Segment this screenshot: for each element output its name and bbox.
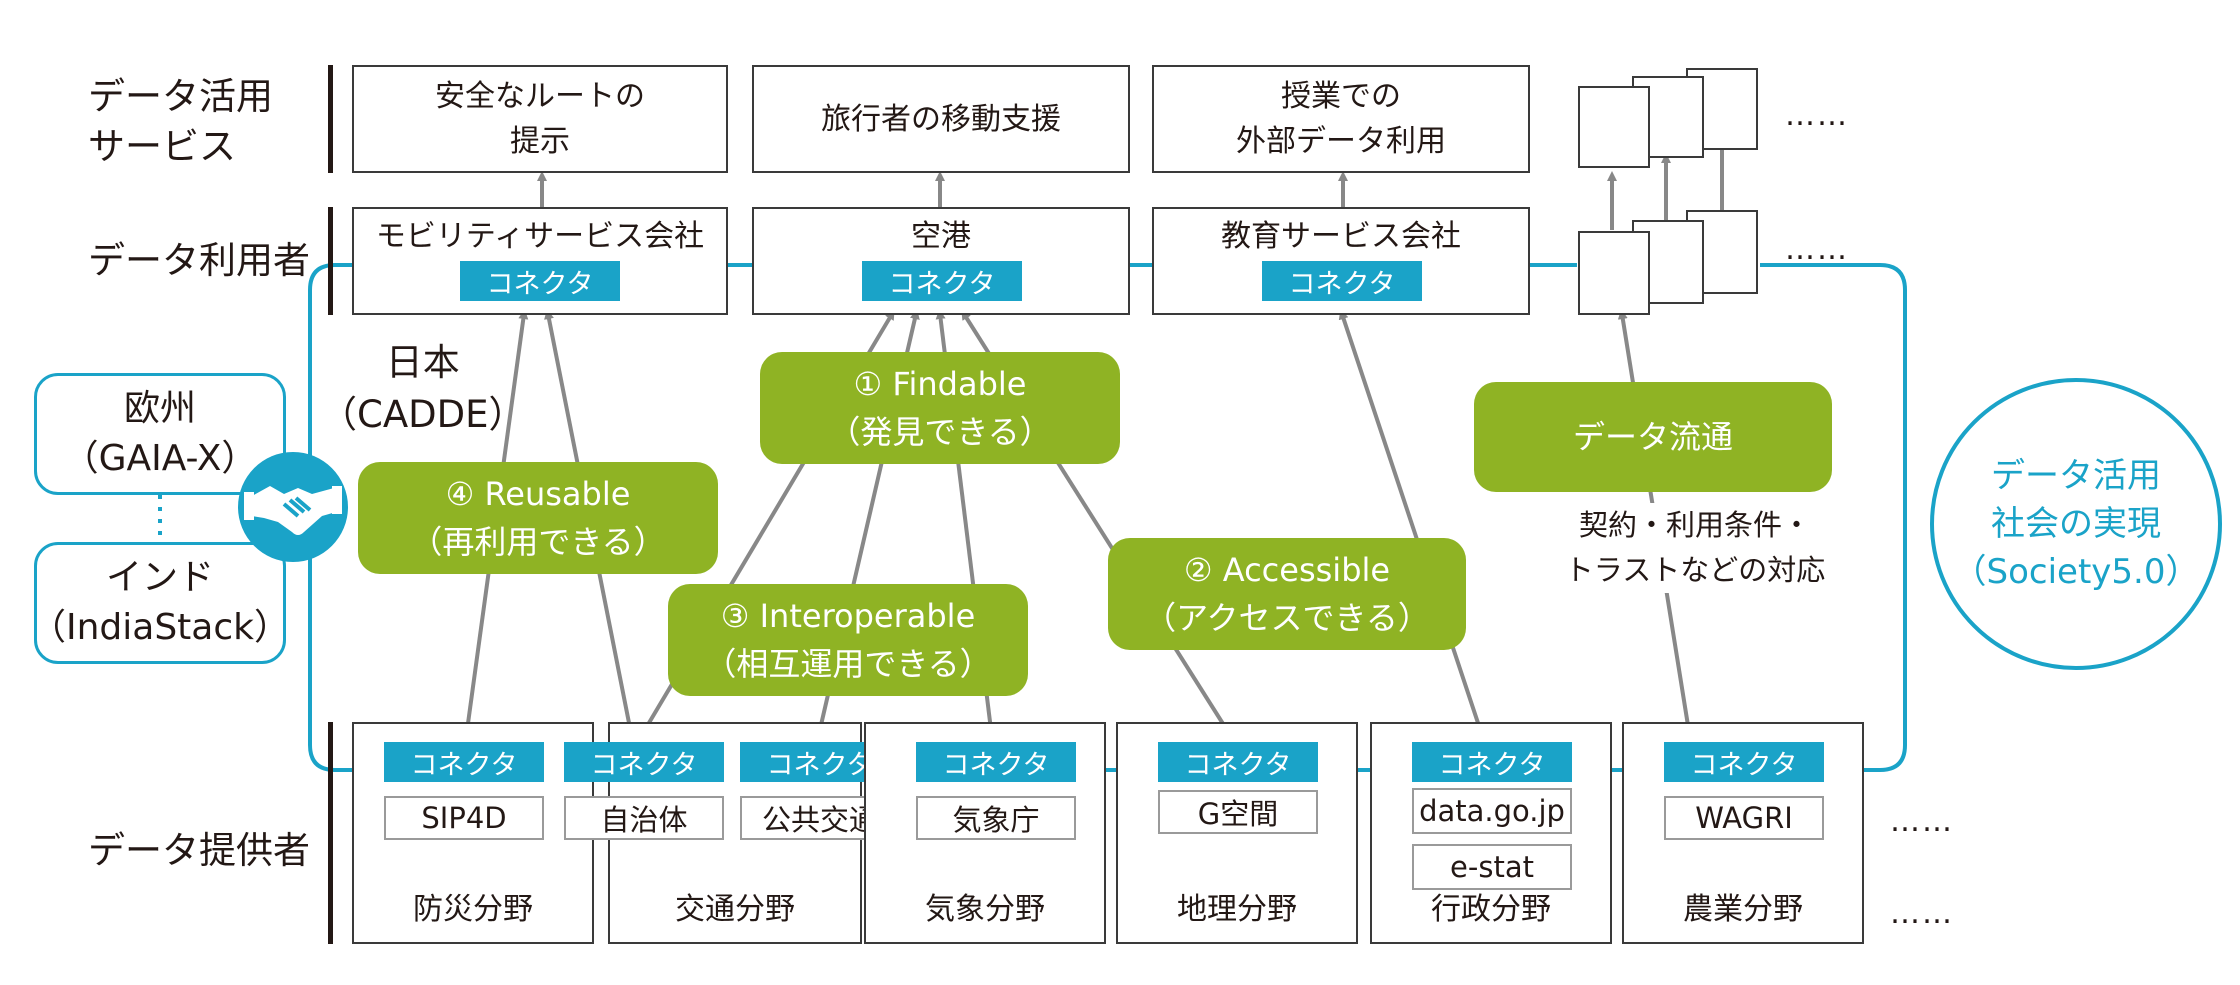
provider-box: コネクタ WAGRI 農業分野 (1622, 722, 1864, 944)
data-source: SIP4D (384, 796, 544, 840)
provider-box: コネクタ G空間 地理分野 (1116, 722, 1358, 944)
user-connector: コネクタ (862, 261, 1022, 301)
data-source: G空間 (1158, 790, 1318, 834)
network-loop (308, 263, 1907, 772)
row-divider (328, 207, 333, 315)
provider-box: コネクタ 気象庁 気象分野 (864, 722, 1106, 944)
provider-connector: コネクタ (916, 742, 1076, 782)
provider-field: 防災分野 (413, 892, 533, 927)
user-connector: コネクタ (1262, 261, 1422, 301)
service-box: 旅行者の移動支援 (752, 65, 1130, 173)
provider-connector: コネクタ (1158, 742, 1318, 782)
data-source: data.go.jp (1412, 788, 1572, 834)
goal-circle: データ活用 社会の実現 （Society5.0） (1930, 378, 2222, 670)
row-label-users: データ利用者 (88, 239, 310, 282)
user-connector: コネクタ (460, 261, 620, 301)
provider-box: コネクタ 自治体 コネクタ 公共交通 交通分野 (564, 722, 900, 944)
provider-box: コネクタ SIP4D 防災分野 (352, 722, 594, 944)
user-name: 教育サービス会社 (1221, 219, 1461, 254)
user-name: モビリティサービス会社 (375, 219, 705, 254)
provider-connector: コネクタ (384, 742, 544, 782)
data-source: e-stat (1412, 844, 1572, 890)
handshake-icon (238, 452, 348, 562)
flow-arrow (1338, 309, 1485, 739)
user-stack-card (1578, 231, 1650, 315)
data-distribution-note: 契約・利用条件・ トラストなどの対応 (1555, 503, 1835, 593)
provider-field: 行政分野 (1431, 892, 1551, 927)
data-source: WAGRI (1664, 796, 1824, 840)
provider-connector: コネクタ (1412, 742, 1572, 782)
row-divider (328, 65, 333, 173)
principle-accessible: ② Accessible （アクセスできる） (1108, 538, 1466, 650)
ellipsis: …… (1785, 98, 1849, 133)
data-source: 自治体 (564, 796, 724, 840)
partner-india: インド （IndiaStack） (30, 542, 290, 664)
provider-connector: コネクタ (564, 742, 724, 782)
ellipsis: …… (1785, 232, 1849, 267)
user-box: モビリティサービス会社 コネクタ (352, 207, 728, 315)
principle-reusable: ④ Reusable （再利用できる） (358, 462, 718, 574)
provider-field: 気象分野 (925, 892, 1045, 927)
partner-europe: 欧州 （GAIA-X） (34, 373, 286, 495)
provider-box: コネクタ data.go.jp e-stat 行政分野 (1370, 722, 1612, 944)
provider-connector: コネクタ (1664, 742, 1824, 782)
provider-field: 交通分野 (675, 892, 795, 927)
user-box: 教育サービス会社 コネクタ (1152, 207, 1530, 315)
row-label-services: データ活用 サービス (88, 75, 273, 168)
service-box: 授業での 外部データ利用 (1152, 65, 1530, 173)
japan-cadde-label: 日本 （CADDE） (320, 341, 526, 436)
row-label-providers: データ提供者 (88, 829, 310, 872)
ellipsis: …… (1890, 896, 1954, 931)
data-distribution-box: データ流通 (1474, 382, 1832, 492)
service-box: 安全なルートの 提示 (352, 65, 728, 173)
principle-findable: ① Findable （発見できる） (760, 352, 1120, 464)
provider-field: 農業分野 (1683, 892, 1803, 927)
service-stack-card (1578, 86, 1650, 168)
provider-field: 地理分野 (1177, 892, 1297, 927)
principle-interoperable: ③ Interoperable （相互運用できる） (668, 584, 1028, 696)
user-name: 空港 (911, 219, 971, 254)
user-box: 空港 コネクタ (752, 207, 1130, 315)
row-divider (328, 722, 333, 944)
data-source: 気象庁 (916, 796, 1076, 840)
ellipsis: …… (1890, 804, 1954, 839)
